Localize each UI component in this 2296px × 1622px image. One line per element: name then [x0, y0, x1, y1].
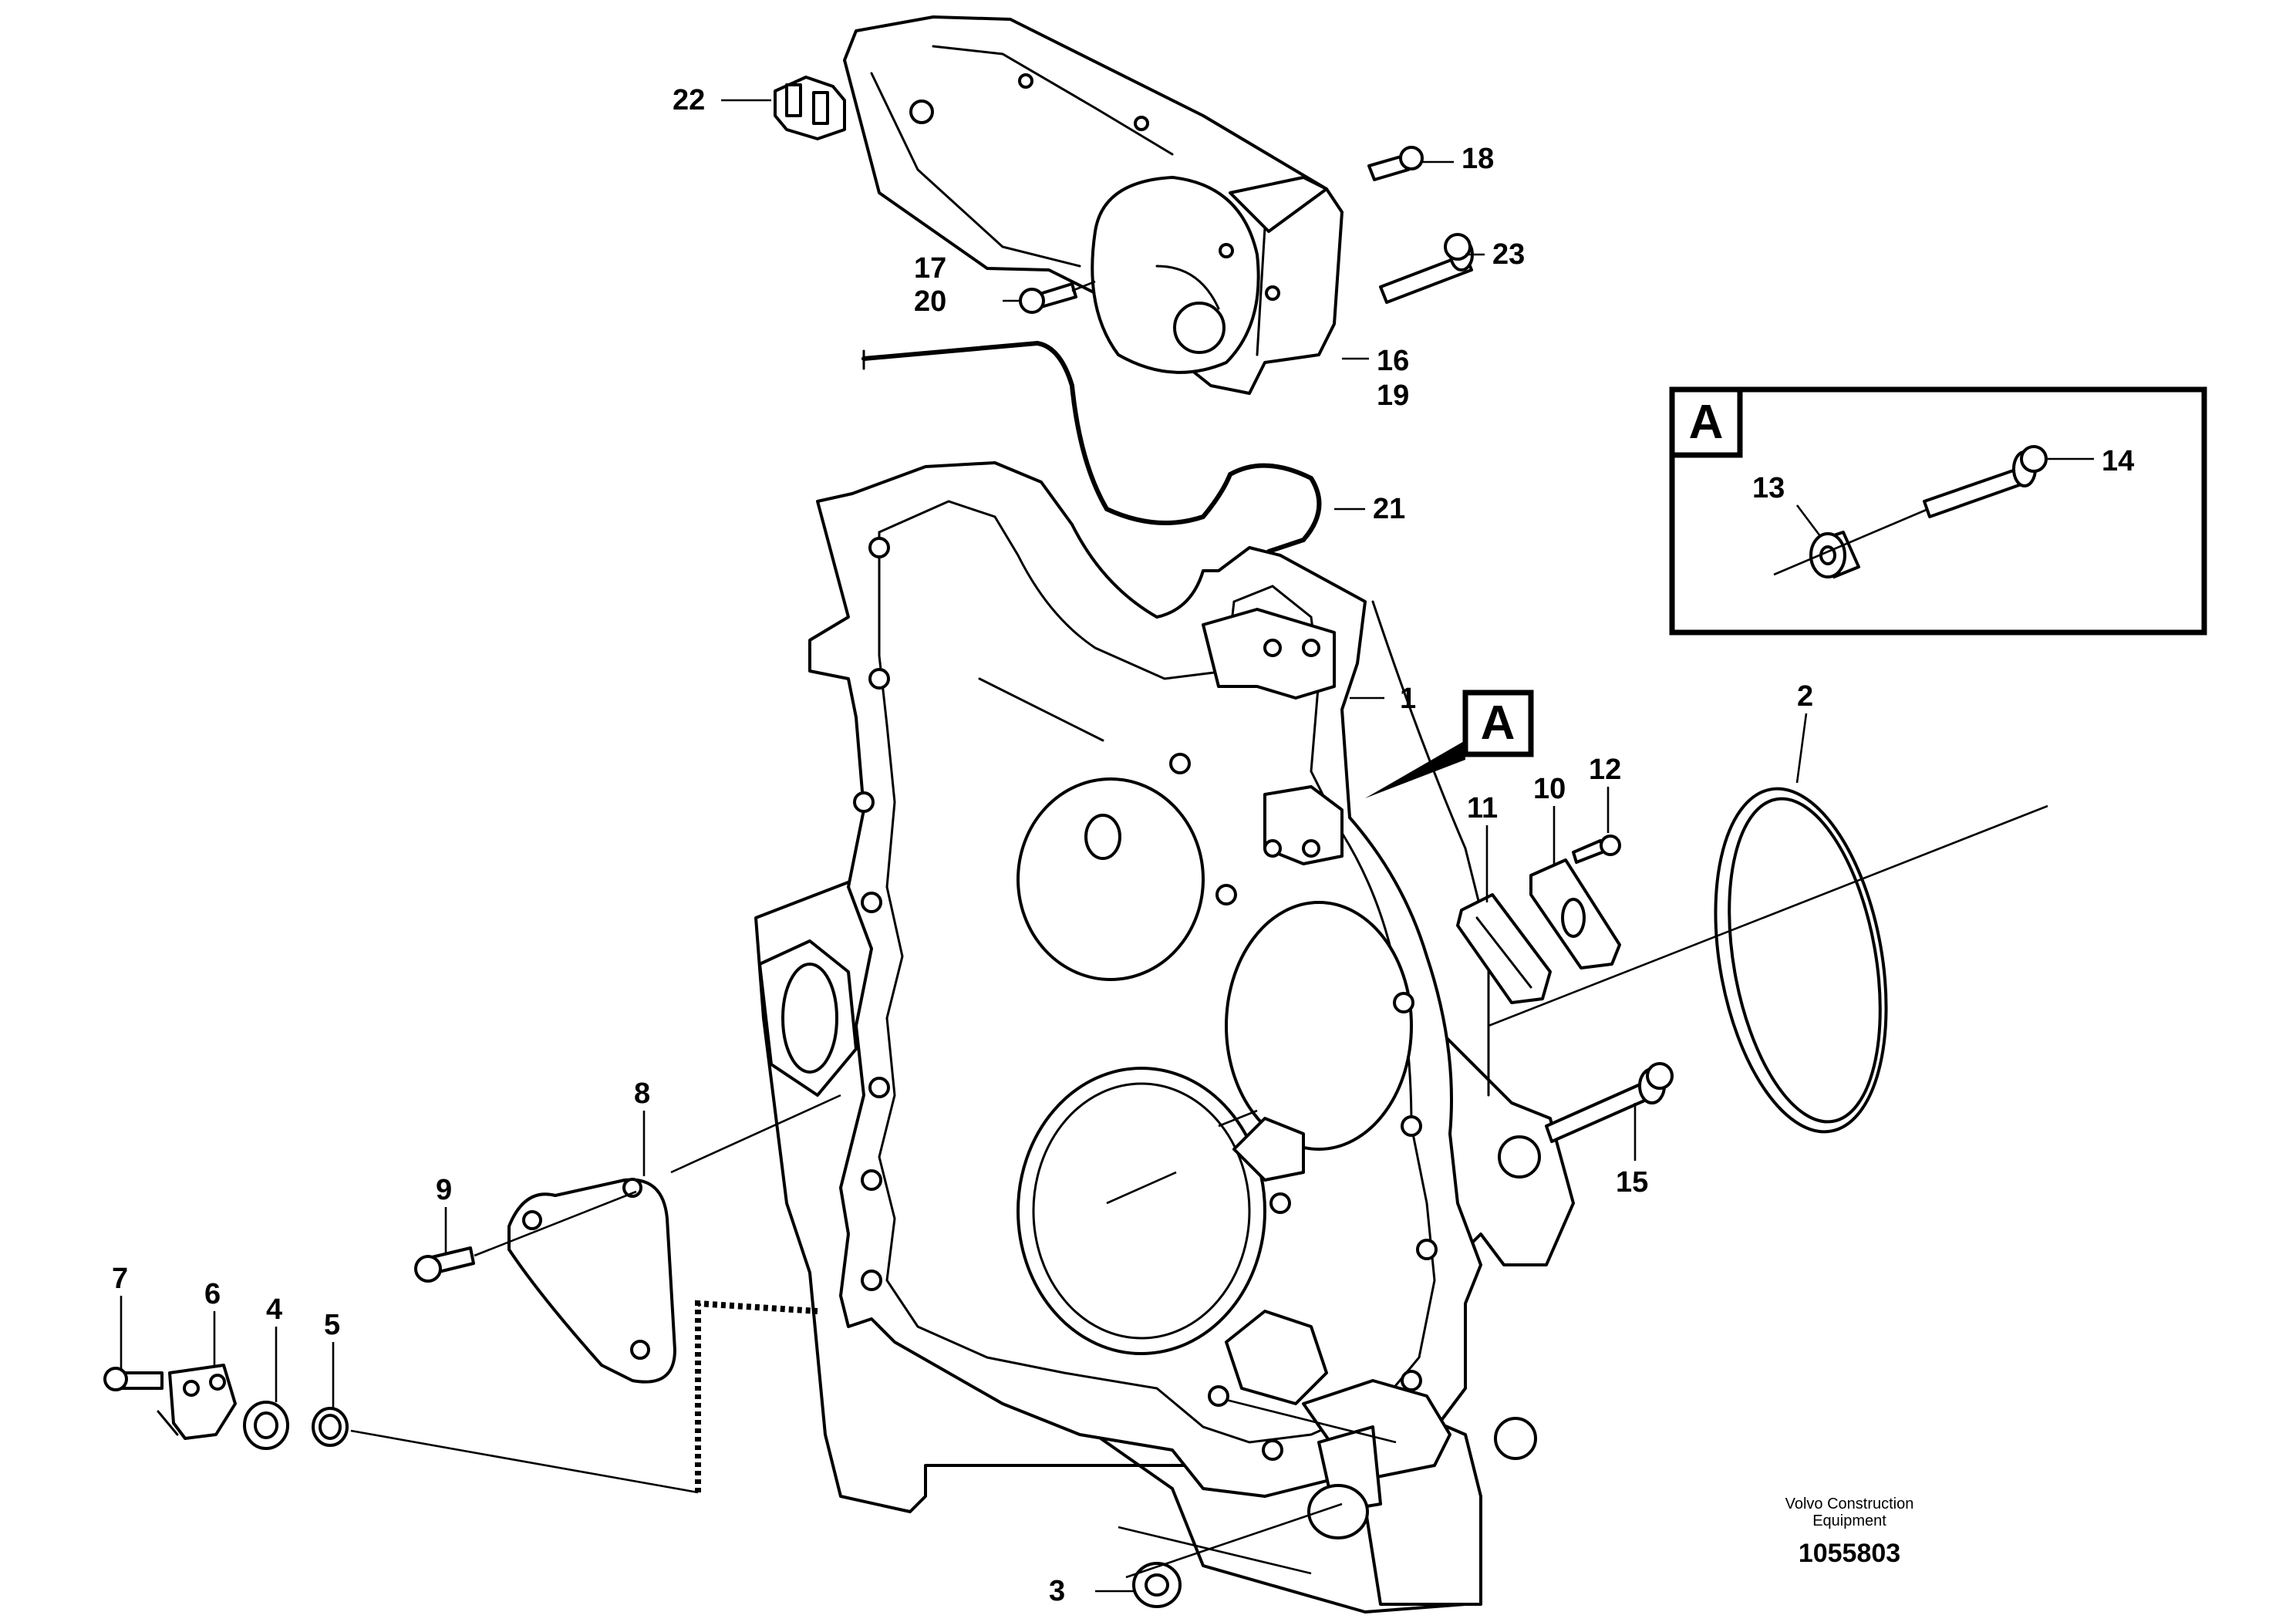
cover-plate-8 — [507, 1178, 676, 1384]
gasket-21 — [861, 340, 1322, 554]
callout-10: 10 — [1533, 773, 1566, 805]
screw-12 — [1572, 835, 1621, 864]
screw-17-20 — [1019, 282, 1077, 314]
drawing-number: 1055803 — [1799, 1539, 1900, 1568]
callout-leaders — [120, 99, 1808, 1593]
spacer-13 — [1809, 531, 1860, 578]
callout-13: 13 — [1752, 472, 1785, 504]
callout-5: 5 — [324, 1309, 340, 1341]
callout-15: 15 — [1616, 1166, 1648, 1199]
callout-23: 23 — [1492, 238, 1525, 271]
callout-9: 9 — [436, 1174, 452, 1206]
cover-10 — [1529, 858, 1621, 969]
callout-21: 21 — [1373, 493, 1405, 525]
callout-19: 19 — [1377, 379, 1409, 412]
callout-2: 2 — [1797, 680, 1813, 713]
upper-timing-cover — [843, 15, 1344, 395]
drawing-credit: Volvo Construction Equipment 1055803 — [1785, 1496, 1914, 1568]
screw-18 — [1367, 146, 1424, 181]
callout-labels: 1 2 3 4 5 6 7 8 9 10 11 12 13 14 15 16 1… — [112, 84, 2134, 1607]
seal-11 — [1456, 893, 1552, 1004]
detail-marker-a: A — [1365, 690, 1534, 798]
credit-line-2: Equipment — [1812, 1512, 1886, 1529]
inset-label: A — [1689, 396, 1724, 449]
bolt-9 — [414, 1246, 475, 1283]
callout-6: 6 — [204, 1278, 221, 1310]
callout-17: 17 — [914, 252, 946, 285]
dashed-phantom-line — [695, 1300, 818, 1492]
callout-12: 12 — [1589, 754, 1621, 786]
main-timing-cover — [754, 461, 1575, 1614]
drain-plug-3 — [1132, 1562, 1182, 1608]
bushing-4 — [243, 1401, 289, 1450]
assembly-lines — [350, 280, 2048, 1579]
callout-4: 4 — [266, 1293, 282, 1326]
inset-detail-a: A — [1669, 386, 2207, 636]
bolt-23 — [1379, 233, 1474, 304]
callout-16: 16 — [1377, 345, 1409, 377]
callout-7: 7 — [112, 1263, 128, 1295]
callout-20: 20 — [914, 285, 946, 318]
bolt-14 — [1923, 445, 2048, 518]
callout-18: 18 — [1462, 143, 1494, 175]
credit-line-1: Volvo Construction — [1785, 1496, 1914, 1512]
callout-11: 11 — [1467, 792, 1498, 824]
bolt-7 — [103, 1367, 164, 1391]
bolt-15 — [1545, 1062, 1674, 1143]
clip-22 — [774, 76, 846, 140]
callout-14: 14 — [2102, 445, 2134, 477]
seal-ring-2 — [1714, 787, 1888, 1134]
callout-8: 8 — [634, 1077, 650, 1110]
callout-1: 1 — [1400, 683, 1416, 715]
detail-marker-label: A — [1481, 696, 1515, 750]
callout-3: 3 — [1049, 1575, 1065, 1607]
bracket-6 — [157, 1364, 237, 1440]
o-ring-5 — [312, 1407, 349, 1447]
callout-22: 22 — [673, 84, 705, 116]
